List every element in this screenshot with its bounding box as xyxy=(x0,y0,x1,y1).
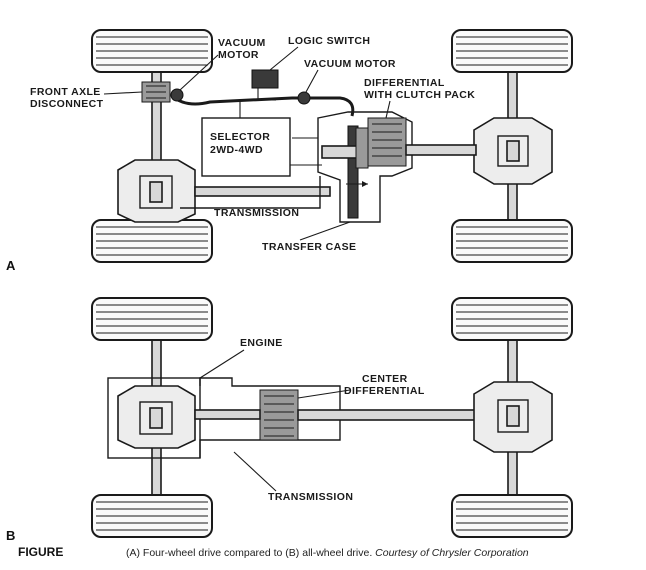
rear-driveshaft xyxy=(405,144,477,156)
center-differential-label-line2: DIFFERENTIAL xyxy=(344,385,425,397)
panel-b-label: B xyxy=(6,528,15,543)
panel-b-diagram xyxy=(91,297,573,538)
caption-text: (A) Four-wheel drive compared to (B) all… xyxy=(126,547,375,559)
vacuum-hose xyxy=(171,94,355,117)
vacuum-motor-rear xyxy=(297,91,311,105)
rear-right-tire xyxy=(451,219,573,263)
rear-driveshaft-b xyxy=(297,409,477,421)
front-right-tire xyxy=(91,219,213,263)
figure-word: FIGURE xyxy=(18,545,63,559)
vacuum-motor-left-label-line2: MOTOR xyxy=(218,49,259,61)
panel-a-label: A xyxy=(6,258,16,273)
figure-caption: (A) Four-wheel drive compared to (B) all… xyxy=(126,547,529,559)
transmission-outline-b xyxy=(199,377,341,458)
front-axle-disconnect-label: FRONT AXLE xyxy=(30,86,101,98)
rear-differential xyxy=(473,117,553,185)
front-right-tire-b xyxy=(91,494,213,538)
front-left-tire-b xyxy=(91,297,213,341)
front-differential xyxy=(117,159,196,223)
logic-switch xyxy=(251,69,279,89)
transfer-case-label: TRANSFER CASE xyxy=(262,241,356,253)
transmission-outline xyxy=(180,176,321,209)
transmission-label-b: TRANSMISSION xyxy=(268,491,353,503)
selector-label-line2: 2WD-4WD xyxy=(210,144,263,156)
rear-left-tire xyxy=(451,29,573,73)
rear-left-tire-b xyxy=(451,297,573,341)
front-driveshaft-b xyxy=(194,409,261,420)
vacuum-motor-left-label: VACUUM xyxy=(218,37,266,49)
vacuum-motor-right-label: VACUUM MOTOR xyxy=(304,58,396,70)
rear-differential-b xyxy=(473,381,553,453)
panel-a-diagram xyxy=(91,29,573,263)
rear-right-tire-b xyxy=(451,494,573,538)
selector-label: SELECTOR xyxy=(210,131,270,143)
transmission-label-a: TRANSMISSION xyxy=(214,207,299,219)
differential-label-line2: WITH CLUTCH PACK xyxy=(364,89,475,101)
selector-box xyxy=(201,117,291,177)
front-driveshaft xyxy=(194,186,331,197)
front-differential-b xyxy=(117,385,196,449)
center-differential xyxy=(259,389,299,441)
transfer-case xyxy=(317,111,413,223)
center-differential-label: CENTER xyxy=(362,373,408,385)
differential-with-clutch-pack xyxy=(367,117,407,167)
vacuum-motor-front xyxy=(170,88,184,102)
differential-label: DIFFERENTIAL xyxy=(364,77,445,89)
caption-credit: Courtesy of Chrysler Corporation xyxy=(375,547,529,559)
engine-label: ENGINE xyxy=(240,337,283,349)
front-axle-disconnect-label-line2: DISCONNECT xyxy=(30,98,104,110)
front-left-tire xyxy=(91,29,213,73)
logic-switch-label: LOGIC SWITCH xyxy=(288,35,370,47)
